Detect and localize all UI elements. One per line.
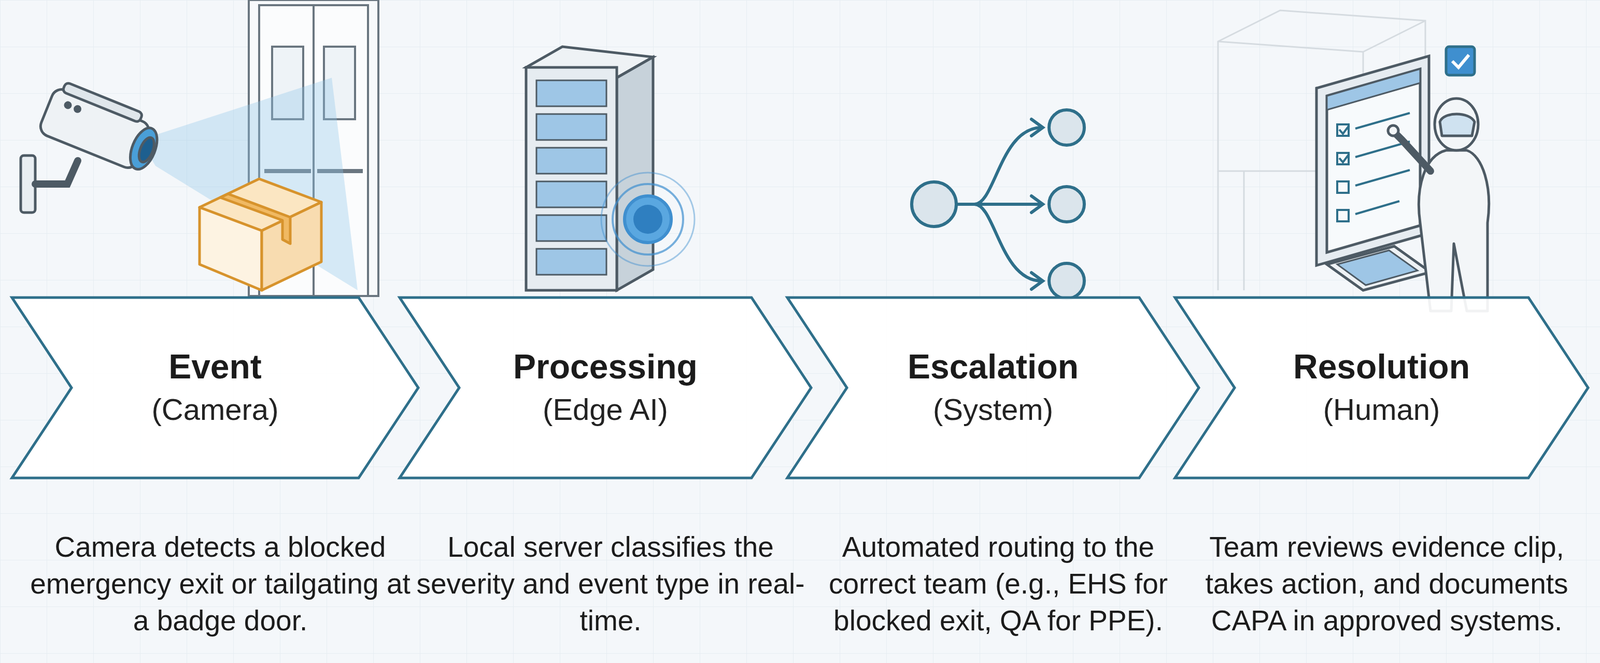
camera-view-cone (139, 77, 358, 291)
chevron-outline (787, 297, 1199, 478)
step-label-group: Resolution(Human) (1173, 295, 1590, 480)
process-step: Event(Camera)Camera detects a blocked em… (10, 295, 420, 480)
server-illustration (526, 46, 654, 291)
step-label-group: Event(Camera) (10, 295, 420, 480)
box-illustration (199, 178, 322, 291)
step-description: Team reviews evidence clip, takes action… (1187, 528, 1587, 640)
routing-icon (911, 109, 1085, 299)
chevron-outline (1174, 297, 1589, 478)
step-title: Event (168, 347, 262, 387)
step-title: Escalation (907, 347, 1079, 387)
step-title: Resolution (1293, 347, 1470, 387)
step-subtitle: (System) (932, 390, 1054, 429)
step-subtitle: (Edge AI) (542, 390, 669, 429)
step-label-group: Processing(Edge AI) (398, 295, 813, 480)
chevron-shape (10, 295, 420, 480)
signal-rings (601, 172, 695, 266)
step-description: Camera detects a blocked emergency exit … (20, 528, 420, 640)
chevron-outline (11, 297, 419, 478)
chevron-shape (785, 295, 1201, 480)
process-step: Escalation(System)Automated routing to t… (785, 295, 1201, 480)
chevron-shape (398, 295, 813, 480)
process-step: Resolution(Human)Team reviews evidence c… (1173, 295, 1590, 480)
step-subtitle: (Human) (1323, 390, 1441, 429)
step-description: Automated routing to the correct team (e… (798, 528, 1198, 640)
camera-illustration (20, 79, 167, 213)
step-label-group: Escalation(System) (785, 295, 1201, 480)
process-step: Processing(Edge AI)Local server classifi… (398, 295, 813, 480)
step-subtitle: (Camera) (151, 390, 279, 429)
person-illustration (1388, 98, 1490, 311)
chevron-outline (399, 297, 812, 478)
chevron-shape (1173, 295, 1590, 480)
step-title: Processing (513, 347, 698, 387)
step-description: Local server classifies the severity and… (411, 528, 811, 640)
